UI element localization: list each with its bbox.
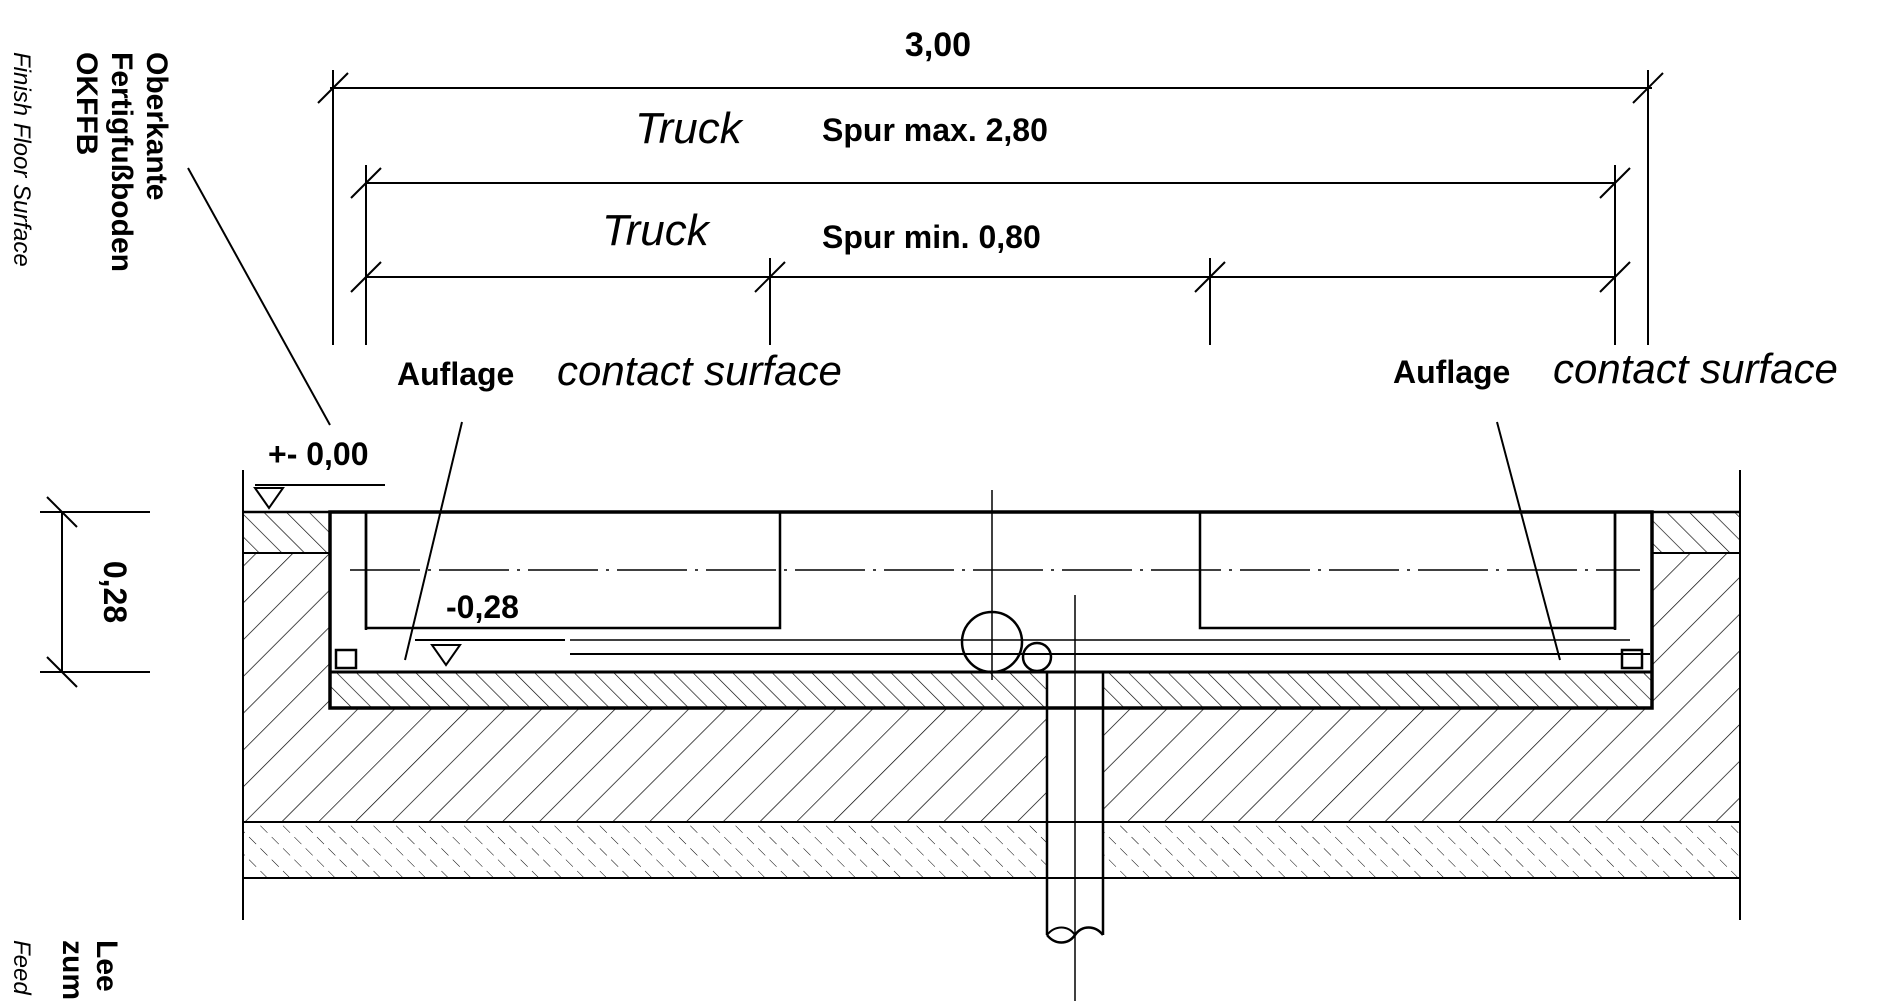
drain-note: Lee zum Feed xyxy=(8,940,123,1000)
contact-right-de: Auflage xyxy=(1393,354,1510,390)
spur-max-label: Spur max. 2,80 xyxy=(822,112,1048,148)
truck-min-label: Truck xyxy=(602,206,711,255)
truck-max-label: Truck xyxy=(635,104,744,153)
drain-note-english: Feed xyxy=(8,940,35,995)
overall-width-label: 3,00 xyxy=(905,26,971,64)
floor-note-english: Finish Floor Surface xyxy=(8,52,35,267)
level-marker-bottom xyxy=(415,639,565,667)
level-marker-top xyxy=(253,484,385,510)
contact-left-de: Auflage xyxy=(397,356,514,392)
floor-note: Oberkante Fertigfußboden OKFFB Finish Fl… xyxy=(8,52,173,272)
spur-min-label: Spur min. 0,80 xyxy=(822,219,1041,255)
leader-lines xyxy=(187,167,1561,661)
level-bottom-label: -0,28 xyxy=(446,589,519,625)
dimension-lines xyxy=(40,70,1664,688)
drain-note-line2: zum xyxy=(56,940,89,1000)
pit-frame xyxy=(328,490,1654,710)
drain-note-line1: Lee xyxy=(90,940,123,992)
depth-label: 0,28 xyxy=(97,561,133,623)
floor-note-line3: OKFFB xyxy=(70,52,103,155)
drain-pipe xyxy=(1045,595,1105,1001)
floor-note-line2: Fertigfußboden xyxy=(105,52,138,272)
contact-left-en: contact surface xyxy=(557,347,842,394)
contact-right-en: contact surface xyxy=(1553,345,1838,392)
level-top-label: +- 0,00 xyxy=(268,436,369,472)
floor-note-line1: Oberkante xyxy=(140,52,173,200)
